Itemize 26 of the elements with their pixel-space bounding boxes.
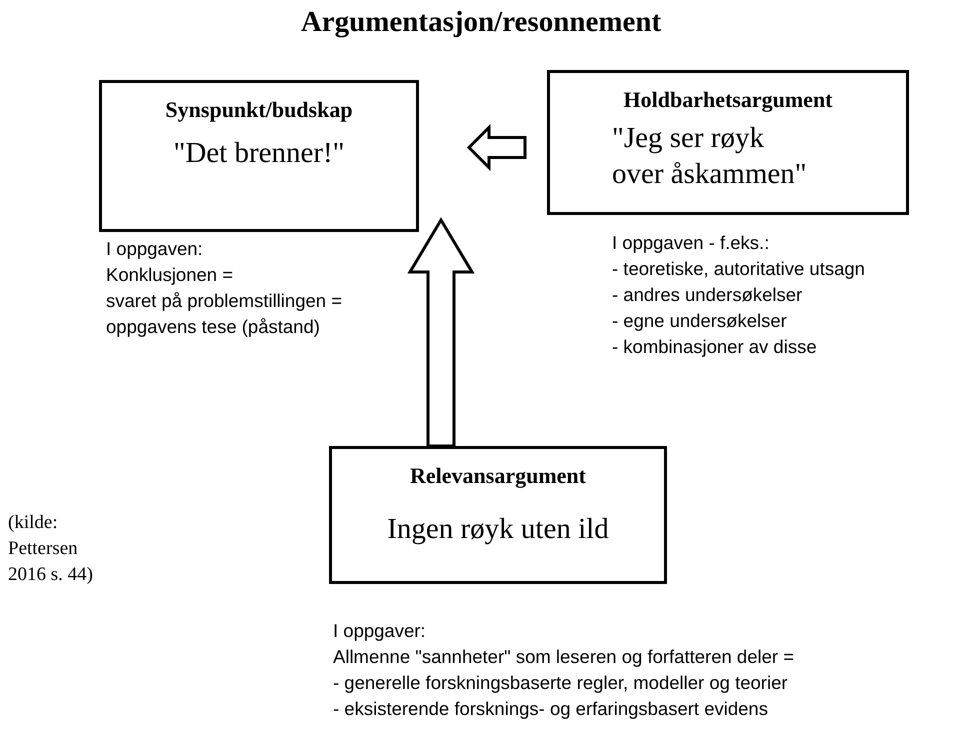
note-text: Konklusjonen =: [106, 263, 234, 287]
note-text: I oppgaver:: [333, 619, 427, 643]
box-heading: Synspunkt/budskap: [164, 97, 354, 123]
box-heading: Relevansargument: [409, 463, 587, 489]
note-text: Allmenne "sannheter" som leseren og forfatteren deler =: [333, 645, 794, 669]
note-text: I oppgaven:: [106, 237, 204, 261]
text-box: [329, 446, 667, 584]
note-text: - egne undersøkelser: [612, 309, 788, 333]
note-text: - generelle forskningsbaserte regler, modeller og teorier: [333, 671, 789, 695]
quote-text: Ingen røyk uten ild: [386, 512, 610, 547]
text-box: [99, 80, 419, 232]
text-box: [547, 70, 909, 215]
note-text: svaret på problemstillingen =: [106, 289, 342, 313]
note-text: - teoretiske, autoritative utsagn: [612, 257, 865, 281]
block-arrow: [466, 124, 526, 172]
quote-text: "Det brenner!": [172, 136, 346, 171]
source-note: (kilde: Pettersen 2016 s. 44): [8, 511, 94, 587]
block-arrow: [407, 217, 475, 448]
diagram-title: Argumentasjon/resonnement: [300, 6, 662, 39]
note-text: - kombinasjoner av disse: [612, 335, 818, 359]
note-text: - andres undersøkelser: [612, 283, 804, 307]
note-text: I oppgaven - f.eks.:: [612, 231, 770, 255]
box-heading: Holdbarhetsargument: [622, 87, 834, 113]
quote-text: "Jeg ser røyk over åskammen": [612, 121, 808, 192]
note-text: oppgavens tese (påstand): [106, 315, 321, 339]
note-text: - eksisterende forsknings- og erfaringsbasert evidens: [333, 697, 769, 721]
